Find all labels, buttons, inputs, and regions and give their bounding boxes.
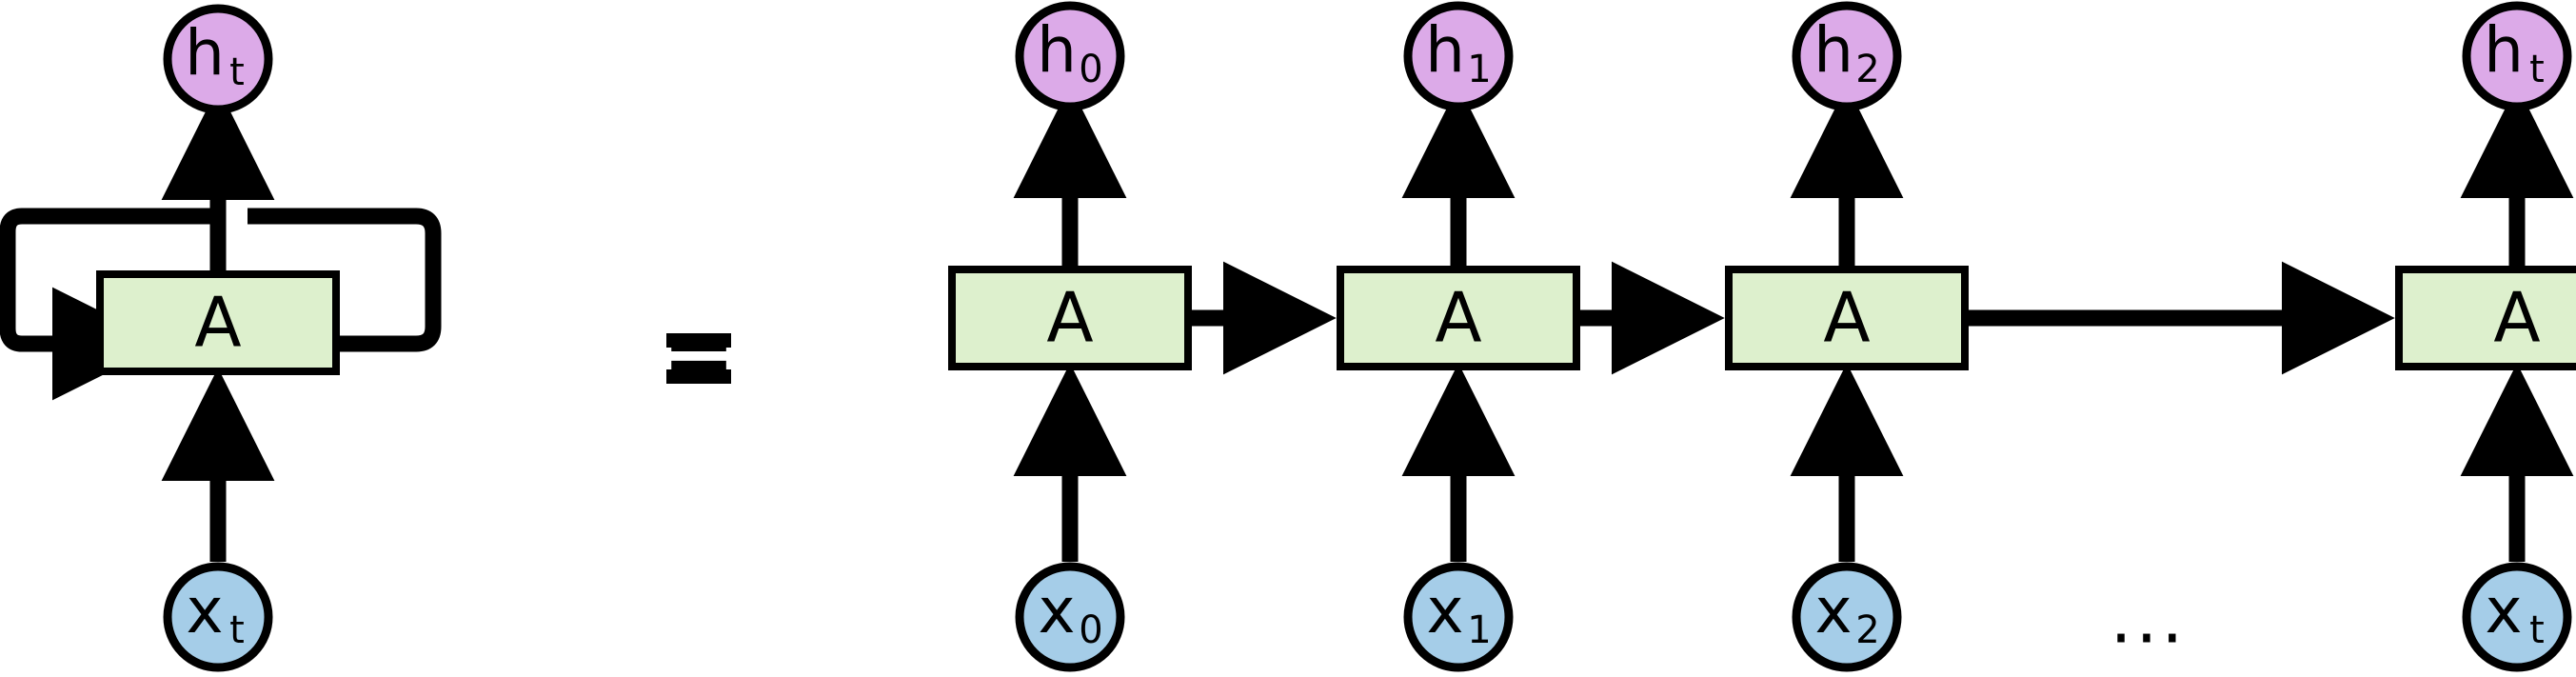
folded-hidden-state-label: h <box>185 16 225 90</box>
cell-label-0: A <box>1046 278 1093 358</box>
cell-label-1: A <box>1435 278 1481 358</box>
input-circle-2 <box>1792 562 1902 672</box>
hidden-state-label-0: h <box>1037 13 1077 87</box>
input-circle-0 <box>1015 562 1125 672</box>
hidden-state-subscript-0: 0 <box>1079 48 1102 91</box>
unrolled-step-t: A h t x t <box>2395 1 2576 672</box>
equals-bar-bottom <box>666 369 731 384</box>
input-subscript-1: 1 <box>1467 608 1491 652</box>
input-subscript-t: t <box>2529 608 2545 652</box>
folded-hidden-state-circle <box>163 4 273 114</box>
hidden-state-circle-2 <box>1792 1 1902 111</box>
folded-input-circle <box>163 562 273 672</box>
recurrent-loop-left-arrow <box>0 208 219 401</box>
recurrent-loop-right-path <box>248 208 442 352</box>
ellipsis-label: ... <box>2110 579 2188 659</box>
folded-hidden-state-subscript: t <box>229 50 245 94</box>
hidden-state-circle-1 <box>1403 1 1514 111</box>
cell-box-2 <box>1725 266 1969 370</box>
input-label-1: x <box>1426 574 1463 647</box>
hidden-state-subscript-2: 2 <box>1855 48 1879 91</box>
cell-box-t <box>2395 266 2576 370</box>
folded-input-label: x <box>186 574 223 647</box>
unrolled-step-1: A h 1 x 1 <box>1337 1 1580 672</box>
hidden-state-circle-0 <box>1015 1 1125 111</box>
unrolled-step-0: A h 0 x 0 <box>948 1 1192 672</box>
input-label-t: x <box>2485 574 2522 647</box>
folded-rnn-group: A h t x t <box>0 4 442 672</box>
hidden-state-circle-t <box>2462 1 2572 111</box>
equals-sign-label: = <box>662 302 735 404</box>
hidden-state-label-1: h <box>1425 13 1465 87</box>
cell-label-2: A <box>1823 278 1870 358</box>
unrolled-step-2: A h 2 x 2 <box>1725 1 1969 672</box>
cell-label-t: A <box>2493 278 2540 358</box>
input-label-2: x <box>1814 574 1852 647</box>
input-circle-1 <box>1403 562 1514 672</box>
input-subscript-2: 2 <box>1855 608 1879 652</box>
unrolled-rnn-group: A h 0 x 0 A h 1 <box>948 1 2576 672</box>
hidden-state-label-2: h <box>1813 13 1853 87</box>
hidden-state-subscript-t: t <box>2529 48 2545 91</box>
hidden-state-label-t: h <box>2484 13 2524 87</box>
equals-bar-top <box>666 333 731 348</box>
folded-cell-label: A <box>194 283 241 363</box>
folded-input-subscript: t <box>229 608 245 652</box>
input-label-0: x <box>1038 574 1075 647</box>
input-subscript-0: 0 <box>1079 608 1102 652</box>
folded-cell-box <box>96 270 340 375</box>
equals-sign-group: = <box>662 302 735 404</box>
input-circle-t <box>2462 562 2572 672</box>
hidden-state-subscript-1: 1 <box>1467 48 1491 91</box>
